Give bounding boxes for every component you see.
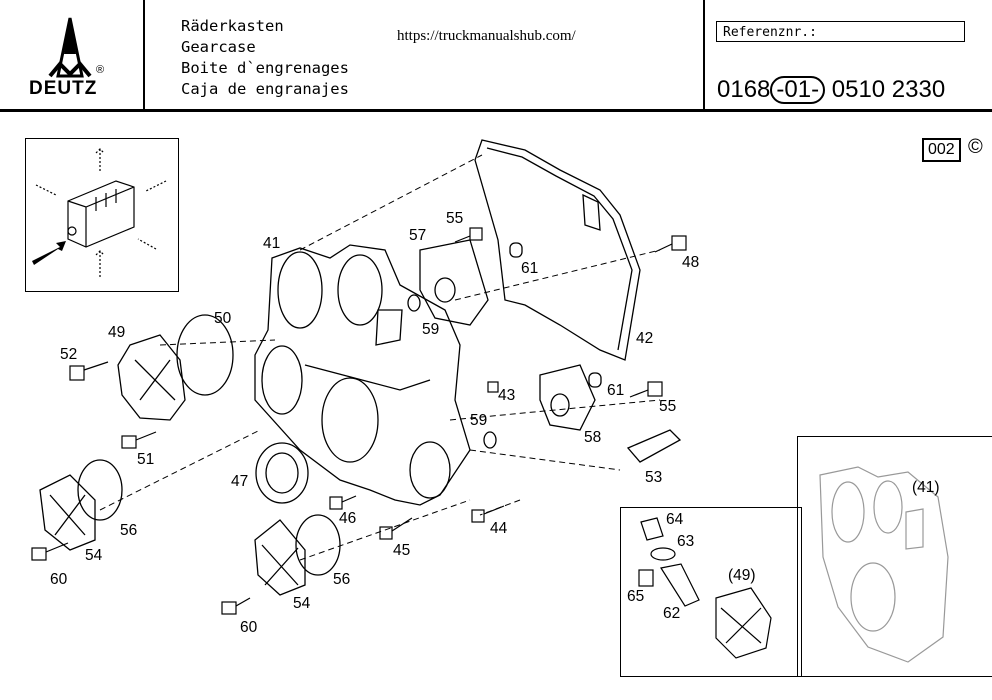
engine-orientation-icon [32, 148, 167, 279]
part-label-44: 44 [490, 520, 508, 537]
part-label-51: 51 [137, 451, 155, 468]
part-label-47: 47 [231, 473, 249, 490]
part-label-56b: 56 [333, 571, 351, 588]
part-label-41-detail: (41) [912, 479, 940, 496]
part-label-41: 41 [263, 235, 281, 252]
part-label-56a: 56 [120, 522, 138, 539]
title-es: Caja de engranajes [181, 80, 349, 98]
logo-text: DEUTZ [29, 78, 98, 99]
part-label-42: 42 [636, 330, 654, 347]
part-label-45: 45 [393, 542, 411, 559]
page-code-badge: 002 [922, 138, 961, 162]
cover-58 [539, 364, 596, 431]
part-label-54b: 54 [293, 595, 311, 612]
copyright-icon: © [968, 136, 983, 158]
part-label-58: 58 [584, 429, 602, 446]
part-label-64: 64 [666, 511, 684, 528]
oil-seal [255, 442, 309, 504]
orientation-inset [25, 138, 179, 292]
registered-mark: ® [96, 64, 105, 76]
header-rule [0, 109, 992, 112]
source-url[interactable]: https://truckmanualshub.com/ [397, 28, 576, 44]
gearcase-housing [254, 244, 471, 506]
cover-54-left [39, 474, 96, 551]
part-label-60b: 60 [240, 619, 258, 636]
detail-inset-49 [620, 507, 802, 677]
part-label-61a: 61 [521, 260, 539, 277]
part-label-43: 43 [498, 387, 516, 404]
part-label-61b: 61 [607, 382, 625, 399]
part-label-52: 52 [60, 346, 78, 363]
sensor-53 [626, 429, 682, 463]
part-label-55b: 55 [659, 398, 677, 415]
reference-field: Referenznr.: [716, 21, 965, 42]
part-label-50: 50 [214, 310, 232, 327]
reference-number: 0168-01- 0510 2330 [717, 76, 945, 104]
part-label-49: 49 [108, 324, 126, 341]
part-label-55a: 55 [446, 210, 464, 227]
header: DEUTZ ® Räderkasten Gearcase Boite d`eng… [0, 0, 992, 112]
housing-detail-icon [819, 466, 949, 663]
cover-49 [117, 334, 186, 421]
cover-detail-icon [638, 517, 772, 659]
part-label-49-detail: (49) [728, 567, 756, 584]
header-divider-left [143, 0, 145, 110]
ref-part-3: 0510 2330 [831, 76, 946, 103]
deutz-logo-icon [48, 17, 92, 78]
part-label-46: 46 [339, 510, 357, 527]
title-de: Räderkasten [181, 17, 284, 35]
title-en: Gearcase [181, 38, 256, 56]
part-label-59b: 59 [470, 412, 488, 429]
part-label-59a: 59 [422, 321, 440, 338]
cover-54-center [254, 519, 306, 596]
part-label-62: 62 [663, 605, 681, 622]
header-divider-right [703, 0, 705, 110]
title-block: Räderkasten Gearcase Boite d`engrenages … [181, 16, 349, 100]
gasket-plate [474, 139, 641, 361]
ref-part-2: -01- [770, 76, 826, 104]
seal-ring-50 [176, 314, 234, 396]
part-label-57: 57 [409, 227, 427, 244]
part-label-54a: 54 [85, 547, 103, 564]
part-label-48: 48 [682, 254, 700, 271]
detail-inset-41 [797, 436, 992, 677]
part-label-53: 53 [645, 469, 663, 486]
ref-part-1: 0168 [717, 76, 771, 103]
part-label-60a: 60 [50, 571, 68, 588]
cover-57 [419, 239, 489, 326]
part-label-65: 65 [627, 588, 645, 605]
title-fr: Boite d`engrenages [181, 59, 349, 77]
part-label-63: 63 [677, 533, 695, 550]
